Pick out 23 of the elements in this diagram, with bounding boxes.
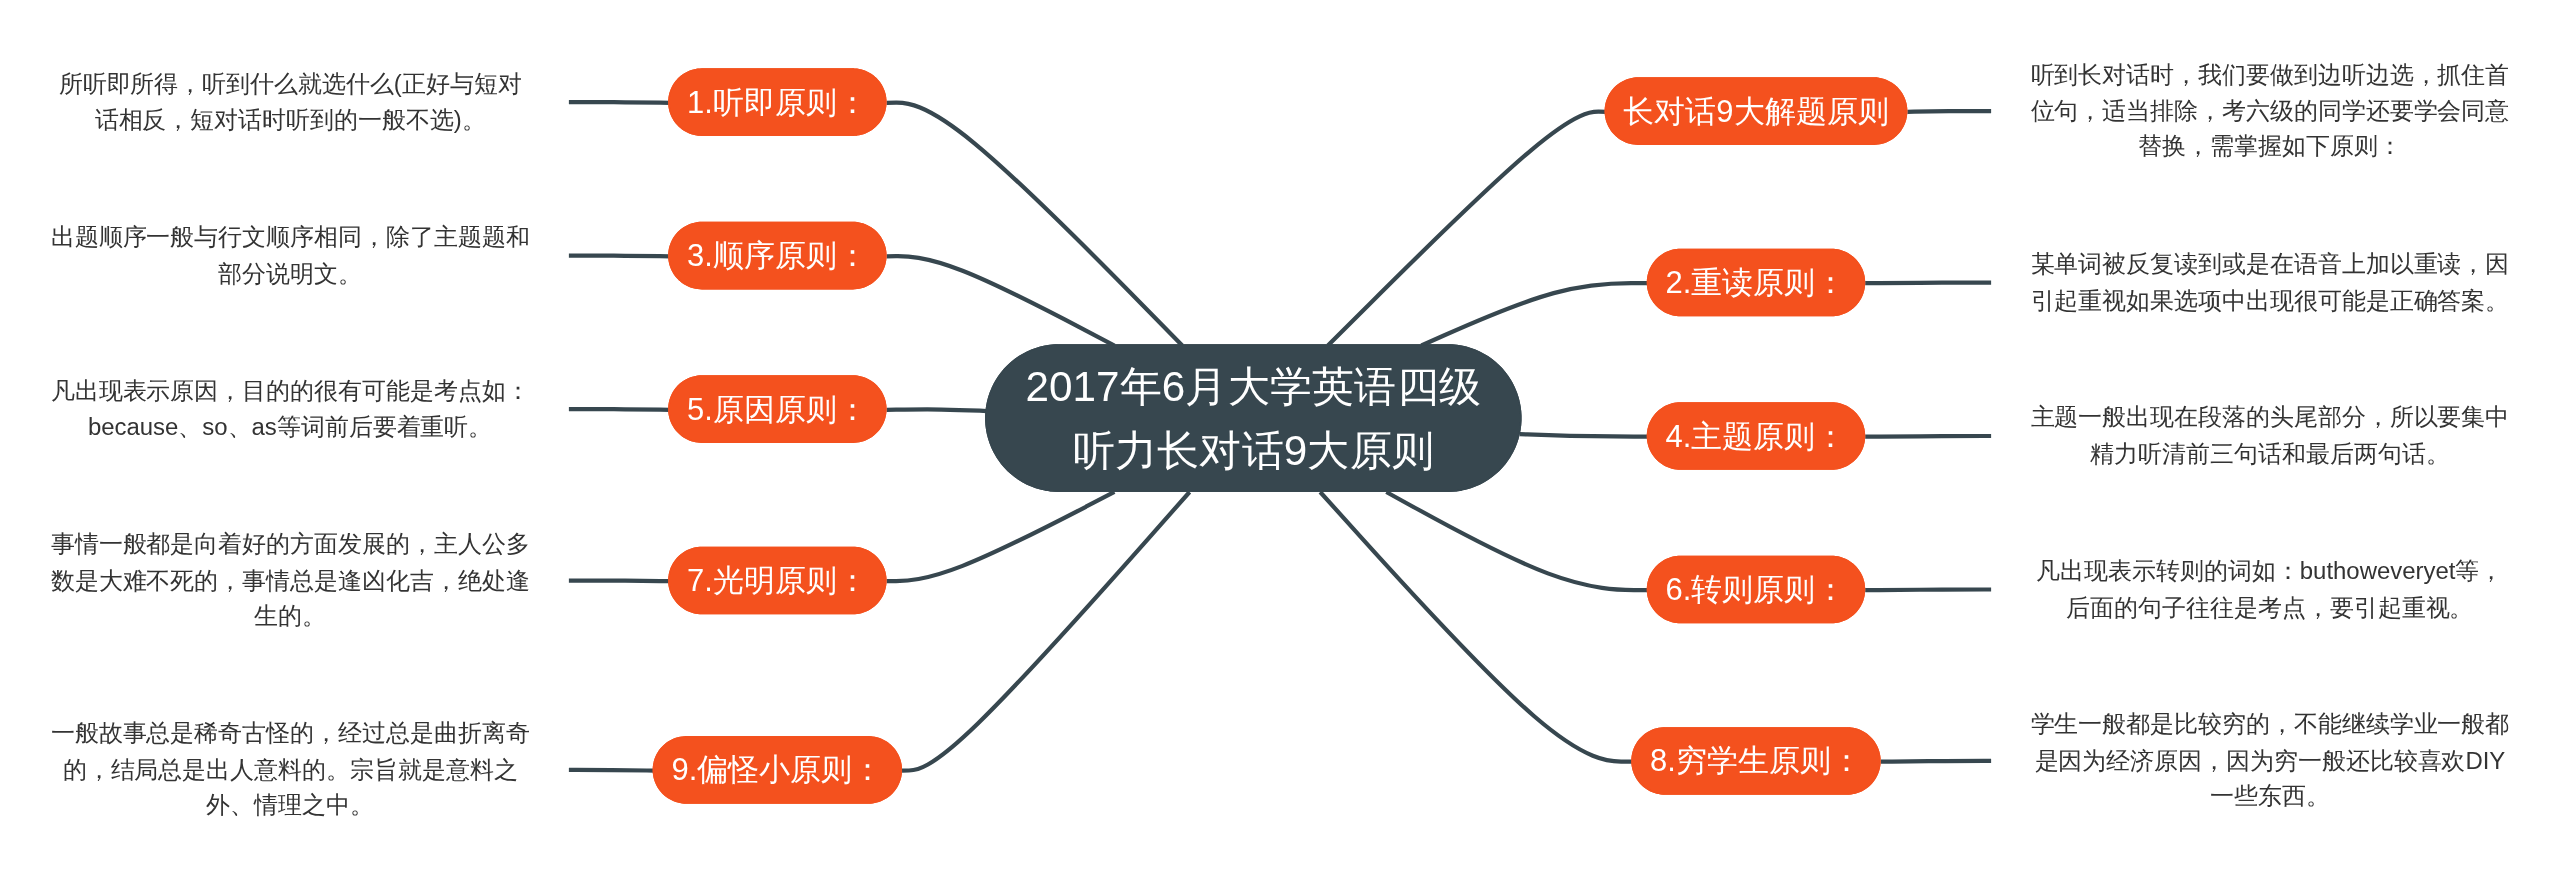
node-text: 凡出现表示转则的词如：buthoweveryet等，后面的句子往往是考点，要引起重视。 [2036,557,2504,621]
connector [1865,280,1992,286]
connector [568,406,670,412]
connector [1865,587,1992,593]
connector [1880,758,1992,764]
node-text: 出题顺序一般与行文顺序相同，除了主题题和部分说明文。 [50,223,530,287]
connector [568,253,670,259]
node-text: 主题一般出现在段落的头尾部分，所以要集中精力听清前三句话和最后两句话。 [2030,404,2510,467]
node-text: 事情一般都是向着好的方面发展的，主人公多数是大难不死的，事情总是逢凶化吉，绝处逢生的。 [50,530,530,630]
connector [886,407,987,414]
connector [568,578,670,584]
node-text: 某单词被反复读到或是在语音上加以重读，因引起重视如果选项中出现很可能是正确答案。 [2030,250,2510,314]
node-text: 一般故事总是稀奇古怪的，经过总是曲折离奇的，结局总是出人意料的。宗旨就是意料之外、情理之中。 [50,720,530,819]
connector [902,490,1192,773]
node-text: 所听即所得，听到什么就选什么(正好与短对话相反，短对话时听到的一般不选)。 [58,70,522,134]
connector [886,490,1116,584]
connector [1907,108,1992,114]
connector [1865,433,1992,439]
node-text: 听到长对话时，我们要做到边听边选，抓住首位句，适当排除，考六级的同学还要学会同意替换，需掌握如下原则： [2030,61,2510,161]
connector [1318,490,1633,764]
node-text: 凡出现表示原因，目的的很有可能是考点如：because、so、as等词前后要着重听。 [50,377,530,441]
node-text: 学生一般都是比较穷的，不能继续学业一般都是因为经济原因，因为穷一般还比较喜欢DIY一些东西。 [2030,711,2510,810]
connector [568,100,670,105]
